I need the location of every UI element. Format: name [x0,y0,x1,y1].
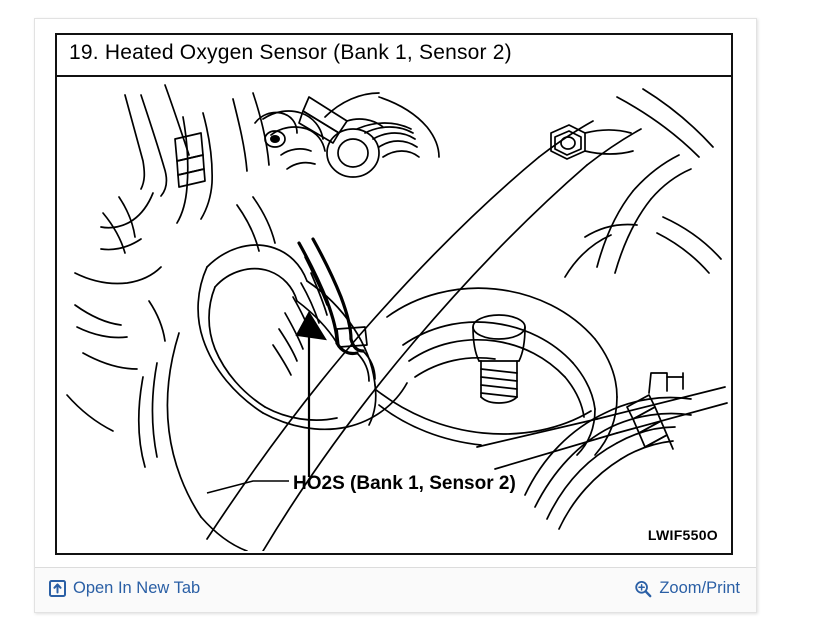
open-in-new-tab-label: Open In New Tab [73,579,201,597]
figure-code-label: LWIF550O [647,527,718,543]
action-bar: Open In New Tab Zoom/Print [35,567,756,612]
magnifier-plus-icon [635,580,652,597]
image-viewer-panel: 19. Heated Oxygen Sensor (Bank 1, Sensor… [34,18,757,613]
figure-title-bar: 19. Heated Oxygen Sensor (Bank 1, Sensor… [57,35,731,77]
engine-line-art-illustration: HO2S (Bank 1, Sensor 2) [57,77,731,551]
figure-title: 19. Heated Oxygen Sensor (Bank 1, Sensor… [69,41,512,64]
ho2s-arrowhead-icon [295,311,327,341]
zoom-print-button[interactable]: Zoom/Print [634,579,740,598]
zoom-print-label: Zoom/Print [659,579,740,597]
open-in-new-tab-button[interactable]: Open In New Tab [49,579,200,598]
figure-illustration-area: HO2S (Bank 1, Sensor 2) LWIF550O [57,77,731,553]
open-in-new-tab-icon [49,580,66,597]
figure-frame: 19. Heated Oxygen Sensor (Bank 1, Sensor… [55,33,733,555]
engine-outline-strokes [66,84,728,551]
ho2s-sensor-highlight [297,237,365,356]
ho2s-callout-leader [206,323,311,494]
ho2s-callout-label: HO2S (Bank 1, Sensor 2) [293,473,516,494]
